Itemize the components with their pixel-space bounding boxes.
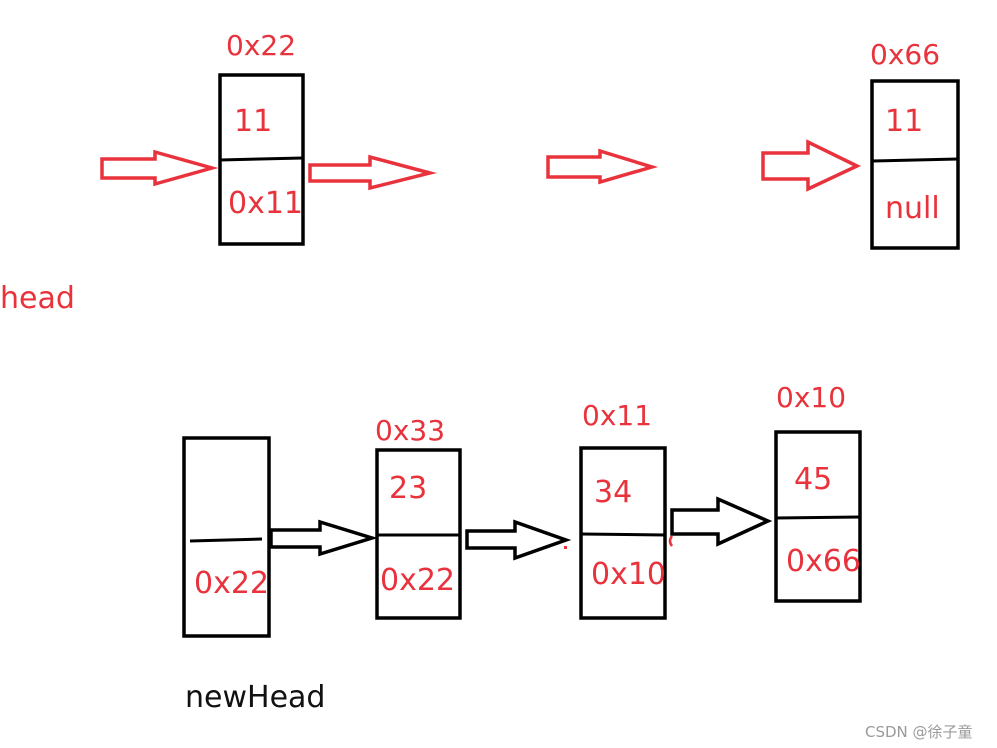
node-address: 0x10 [776,381,846,414]
node-value: 45 [794,462,832,497]
node-next: null [885,191,940,226]
node-value: 11 [885,104,923,139]
node-divider [189,537,263,543]
watermark-text: CSDN @徐子童 [865,723,973,741]
red-bracket-mark [668,535,674,547]
node-value: 11 [234,104,272,139]
bottom-node-0x10: 0x10 45 0x66 [774,381,862,603]
node-next: 0x22 [380,563,455,598]
node-next: 0x22 [194,566,269,601]
black-arrow-0x11-to-0x10 [670,496,773,547]
bottom-node-0x11: 0x11 34 0x10 [579,399,667,620]
top-node-0x66: 0x66 11 null [870,38,960,250]
node-divider [580,532,666,537]
node-value: 23 [389,471,427,506]
red-dot-mark [564,546,567,549]
node-next: 0x11 [228,186,303,221]
top-node-0x22: 0x22 11 0x11 [218,29,305,246]
node-divider [219,156,304,162]
node-next: 0x10 [591,557,666,592]
red-arrow-out-of-head [308,154,437,191]
new-head-label: newHead [185,680,325,715]
node-address: 0x66 [870,38,940,71]
sentinel-node: 0x22 [182,436,271,638]
node-address: 0x11 [582,399,652,432]
node-address: 0x22 [226,29,296,62]
node-box [579,446,667,620]
node-box [182,436,271,638]
red-arrow-middle [546,148,659,185]
node-address: 0x33 [375,414,445,447]
red-arrow-into-tail [761,139,862,192]
black-arrow-sentinel-to-0x33 [269,519,378,557]
node-box [870,79,960,250]
node-divider [871,157,959,163]
node-divider [775,515,861,520]
bottom-node-0x33: 0x33 23 0x22 [375,414,462,620]
node-value: 34 [594,475,632,510]
head-label: head [0,281,75,316]
node-next: 0x66 [786,544,861,579]
black-arrow-0x33-to-0x11 [465,519,572,561]
red-arrow-into-head [100,149,219,187]
